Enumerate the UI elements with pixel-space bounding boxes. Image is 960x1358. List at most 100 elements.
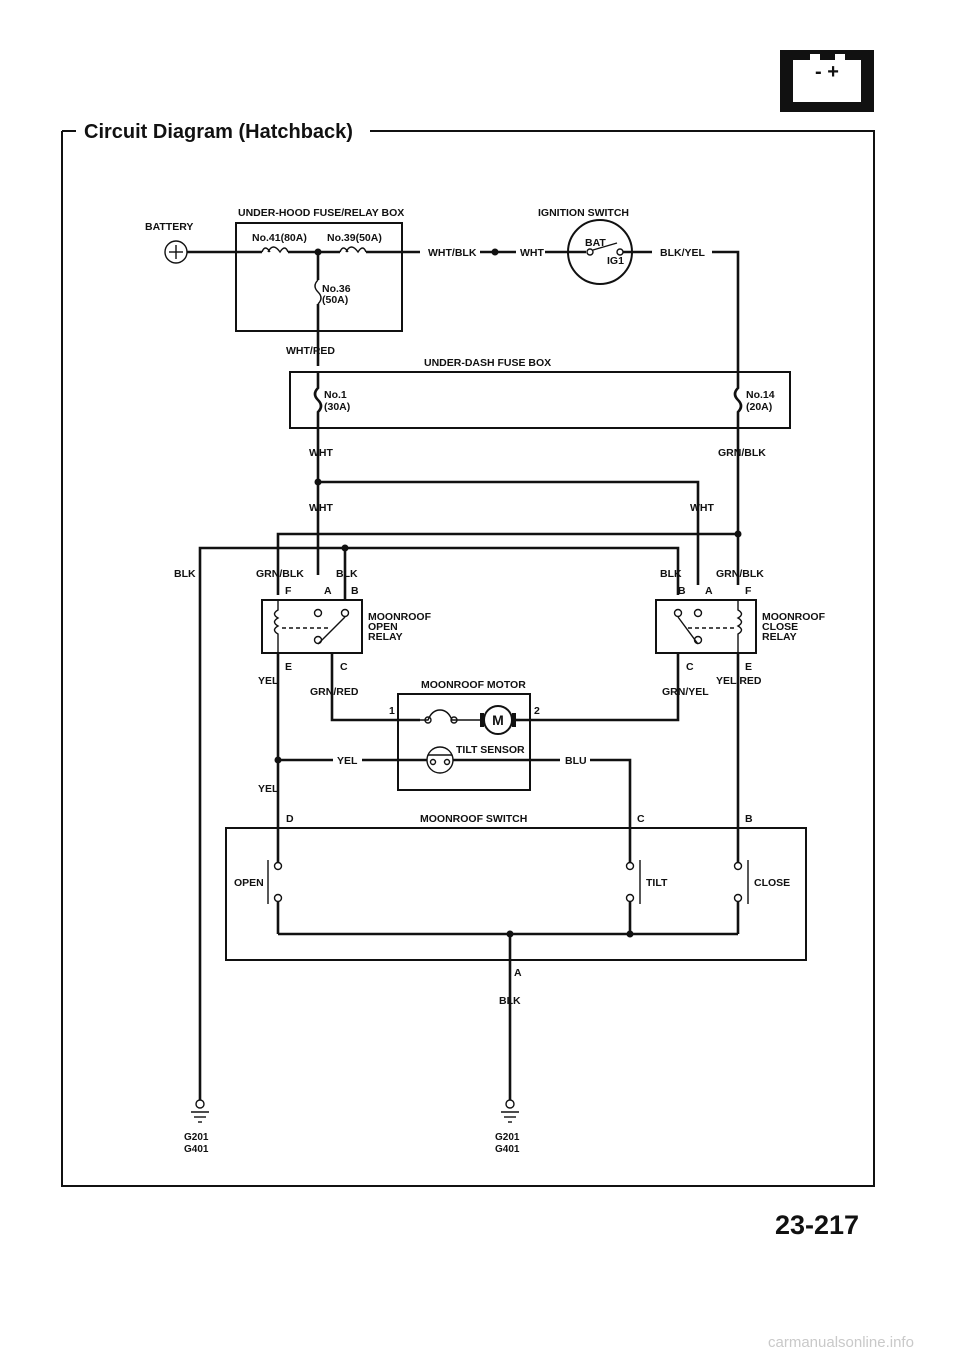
fuse-36-icon [314, 279, 322, 305]
close-relay-pin-e: E [745, 661, 752, 673]
wire-blu [590, 758, 632, 862]
open-relay-pin-a: A [324, 585, 332, 597]
fuse-14-number: No.14 [746, 389, 775, 401]
open-relay-label-3: RELAY [368, 631, 403, 643]
page-title: Circuit Diagram (Hatchback) [84, 121, 353, 143]
switch-pin-a: A [514, 967, 522, 979]
moonroof-motor-label: MOONROOF MOTOR [421, 679, 526, 691]
open-relay-coil-icon [273, 600, 280, 653]
wire-blk-ground-bus [198, 546, 680, 1100]
close-switch-icon [733, 861, 743, 871]
close-relay-pin-f: F [745, 585, 752, 597]
ignition-ig1-label: IG1 [607, 255, 624, 267]
wire-yel-red-label: YEL/RED [716, 675, 762, 687]
battery-label: BATTERY [145, 221, 193, 233]
wire-wht-label-2: WHT [309, 447, 333, 459]
battery-icon-symbols: - + [815, 61, 839, 83]
wire-grn-blk-open [276, 532, 738, 595]
open-relay-pin-e: E [285, 661, 292, 673]
close-relay-label-2: CLOSE [762, 621, 798, 633]
ignition-bat-label: BAT [585, 237, 606, 249]
open-relay-pin-f: F [285, 585, 292, 597]
wire-blk-label-2: BLK [336, 568, 358, 580]
wire-blk-yel-label: BLK/YEL [660, 247, 706, 259]
diagram-frame [61, 130, 875, 1187]
close-relay-pin-c: C [686, 661, 694, 673]
wire-grn-yel-label: GRN/YEL [662, 686, 709, 698]
ground-icon-left [191, 1099, 209, 1123]
switch-tilt-label: TILT [646, 877, 668, 889]
close-relay-pin-a: A [705, 585, 713, 597]
ignition-switch-label: IGNITION SWITCH [538, 207, 629, 219]
fuse-39-icon [339, 246, 367, 254]
switch-pin-c: C [637, 813, 645, 825]
ground-left-g201: G201 [184, 1132, 209, 1143]
switch-close-label: CLOSE [754, 877, 790, 889]
fuse-1-icon [313, 372, 323, 462]
open-relay-pin-c: C [340, 661, 348, 673]
underdash-fuse-box [289, 371, 791, 429]
open-relay-contact-icon [317, 616, 346, 645]
switch-pin-b: B [745, 813, 753, 825]
wire-wht-label-3: WHT [309, 502, 333, 514]
fuse-39-label: No.39(50A) [327, 232, 382, 244]
wire-yel-label-1: YEL [258, 675, 279, 687]
fuse-41-label: No.41(80A) [252, 232, 307, 244]
close-relay-label-1: MOONROOF [762, 611, 826, 623]
wire-wht-label-1: WHT [520, 247, 544, 259]
ground-center-g201: G201 [495, 1132, 520, 1143]
wire-yel-label-3: YEL [258, 783, 279, 795]
wire-grn-blk-label-2: GRN/BLK [256, 568, 304, 580]
ground-center-g401: G401 [495, 1144, 520, 1155]
close-relay-contact-icon [677, 616, 699, 645]
battery-symbol-icon: - + [780, 50, 874, 112]
wire-yel-label-2: YEL [337, 755, 358, 767]
ground-icon-center [501, 1099, 519, 1123]
watermark: carmanualsonline.info [768, 1334, 914, 1351]
wire-wht-label-4: WHT [690, 502, 714, 514]
wire-blk-yel [712, 250, 740, 385]
close-relay-label-3: RELAY [762, 631, 797, 643]
open-relay-label-1: MOONROOF [368, 611, 432, 623]
wire-blk-label-3: BLK [660, 568, 682, 580]
open-switch-icon [273, 861, 283, 871]
close-relay-coil-icon [736, 600, 743, 653]
motor-pin-2: 2 [534, 705, 540, 717]
moonroof-open-relay [261, 599, 363, 654]
page-number: 23-217 [775, 1210, 859, 1240]
wire-wht-red-label: WHT/RED [286, 345, 335, 357]
motor-symbol: M [492, 712, 504, 728]
wire-grn-blk-label-1: GRN/BLK [718, 447, 766, 459]
moonroof-close-relay [655, 599, 757, 654]
fuse-1-amperage: (30A) [324, 401, 350, 413]
ground-left-g401: G401 [184, 1144, 209, 1155]
underhood-box-label: UNDER-HOOD FUSE/RELAY BOX [238, 207, 404, 219]
tilt-switch-icon [625, 861, 635, 871]
wire-wht-close-relay [318, 480, 700, 585]
motor-pin-1: 1 [389, 705, 395, 717]
wire-grn-red [330, 653, 420, 722]
wire-grn-yel [520, 653, 680, 722]
wire-blu-label: BLU [565, 755, 587, 767]
tilt-sensor-label: TILT SENSOR [456, 744, 525, 756]
open-relay-pin-b: B [351, 585, 359, 597]
wire-grn-red-label: GRN/RED [310, 686, 359, 698]
fuse-14-icon [733, 385, 743, 462]
wire-blk-label-4: BLK [499, 995, 521, 1007]
switch-pin-d: D [286, 813, 294, 825]
switch-open-label: OPEN [234, 877, 264, 889]
fuse-36-amperage: (50A) [322, 294, 348, 306]
fuse-36-number: No.36 [322, 283, 351, 295]
moonroof-switch-box [225, 827, 807, 961]
wire-grn-blk-label-3: GRN/BLK [716, 568, 764, 580]
fuse-41-icon [261, 246, 289, 254]
open-relay-label-2: OPEN [368, 621, 398, 633]
close-relay-pin-b: B [678, 585, 686, 597]
fuse-1-number: No.1 [324, 389, 347, 401]
moonroof-motor-box [397, 693, 531, 791]
moonroof-switch-label: MOONROOF SWITCH [420, 813, 527, 825]
wire-wht-blk-label: WHT/BLK [428, 247, 477, 259]
underdash-box-label: UNDER-DASH FUSE BOX [424, 357, 551, 369]
wire-blk-label-1: BLK [174, 568, 196, 580]
